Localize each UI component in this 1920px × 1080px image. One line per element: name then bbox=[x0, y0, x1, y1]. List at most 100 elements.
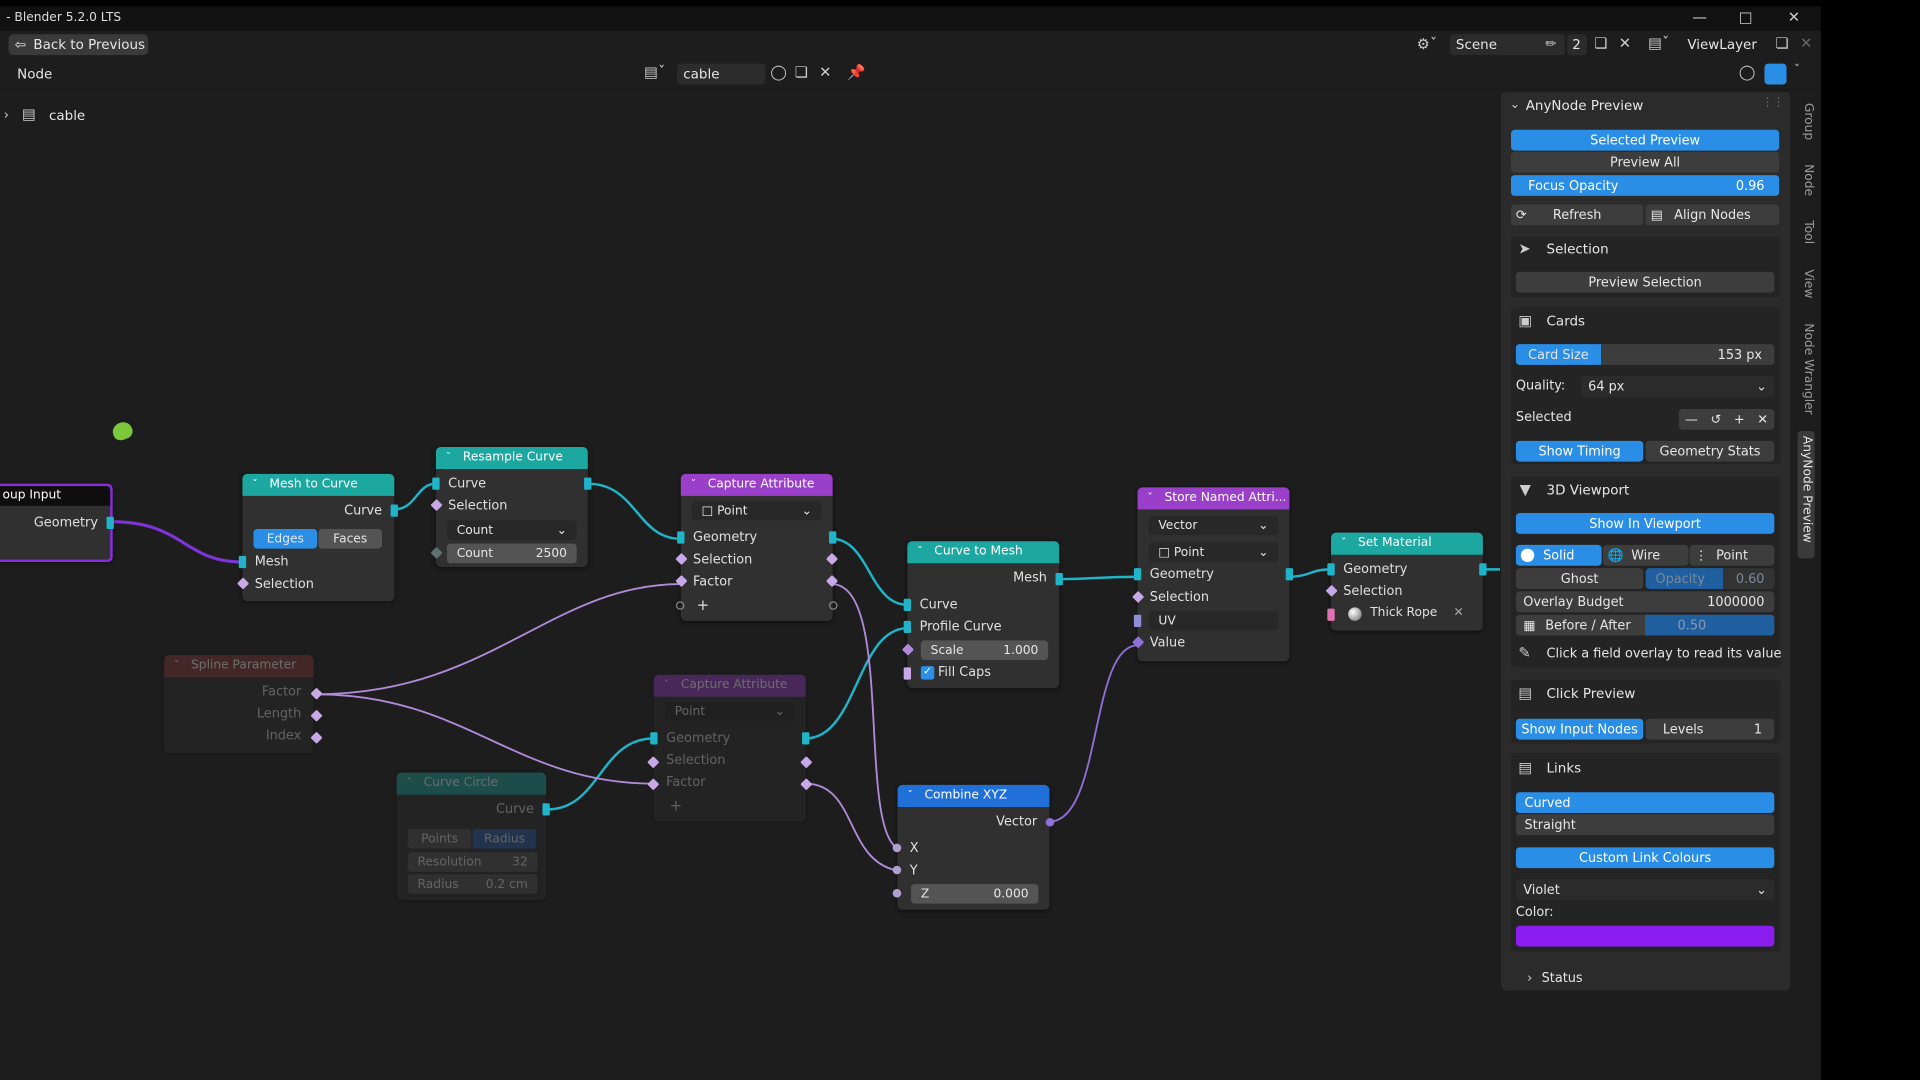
preview-all-button[interactable]: Preview All bbox=[1511, 151, 1780, 173]
node-group-input[interactable]: oup Input Geometry bbox=[0, 483, 114, 563]
maximize-icon[interactable]: □ bbox=[1738, 8, 1753, 26]
close-icon[interactable]: ✕ bbox=[1757, 412, 1768, 427]
selected-preview-button[interactable]: Selected Preview bbox=[1511, 129, 1780, 151]
mode-dropdown[interactable]: Count⌄ bbox=[446, 520, 577, 541]
mode-edges-button[interactable]: Edges bbox=[253, 528, 318, 549]
viewlayer-name[interactable]: ViewLayer bbox=[1687, 36, 1757, 53]
minimize-icon[interactable]: — bbox=[1692, 8, 1707, 26]
refresh-button[interactable]: ⟳Refresh bbox=[1511, 204, 1644, 226]
breadcrumb[interactable]: cable bbox=[48, 107, 86, 124]
node-tree-selector[interactable]: cable bbox=[677, 63, 766, 85]
collapse-icon[interactable]: ˇ bbox=[917, 546, 923, 559]
material-name[interactable]: Thick Rope bbox=[1370, 606, 1438, 620]
tab-tool[interactable]: Tool bbox=[1801, 220, 1815, 245]
socket-material-in[interactable] bbox=[1327, 608, 1335, 621]
color-swatch[interactable] bbox=[1515, 925, 1775, 947]
geometry-stats-button[interactable]: Geometry Stats bbox=[1645, 440, 1775, 462]
clear-material-icon[interactable]: ✕ bbox=[1453, 606, 1464, 620]
socket-fill-caps-in[interactable] bbox=[903, 667, 912, 680]
fake-user-icon[interactable]: ◯ bbox=[770, 63, 787, 81]
show-input-nodes-button[interactable]: Show Input Nodes bbox=[1515, 718, 1644, 740]
mode-faces-button[interactable]: Faces bbox=[318, 528, 383, 549]
domain-dropdown[interactable]: Point⌄ bbox=[664, 701, 795, 722]
socket-mesh-in[interactable] bbox=[238, 555, 247, 569]
new-viewlayer-icon[interactable]: ❏ bbox=[1775, 34, 1789, 52]
reset-icon[interactable]: ↺ bbox=[1710, 412, 1722, 427]
socket-curve-in[interactable] bbox=[903, 598, 912, 612]
collapse-icon[interactable]: ˇ bbox=[173, 660, 180, 673]
add-icon[interactable]: + bbox=[1733, 412, 1745, 427]
socket-empty-out[interactable] bbox=[828, 601, 838, 610]
align-nodes-button[interactable]: ▤Align Nodes bbox=[1645, 204, 1780, 226]
ghost-toggle[interactable]: Ghost bbox=[1515, 568, 1644, 589]
socket-geometry-in[interactable] bbox=[1133, 568, 1142, 581]
collapse-icon[interactable]: ˇ bbox=[445, 451, 452, 465]
overlay-icon[interactable]: ◯ bbox=[1738, 63, 1756, 81]
panel-collapse-icon[interactable]: ⌄ bbox=[1509, 97, 1521, 112]
socket-profile-in[interactable] bbox=[903, 620, 912, 634]
node-menu[interactable]: Node bbox=[17, 66, 53, 83]
duplicate-scene-icon[interactable]: ❏ bbox=[1594, 34, 1608, 52]
remove-icon[interactable]: — bbox=[1685, 412, 1698, 427]
tab-node-wrangler[interactable]: Node Wrangler bbox=[1801, 323, 1815, 415]
type-dropdown[interactable]: Vector⌄ bbox=[1148, 515, 1279, 536]
tab-node[interactable]: Node bbox=[1801, 164, 1815, 197]
collapse-icon[interactable]: ˇ bbox=[252, 478, 258, 492]
socket-vector-out[interactable] bbox=[1045, 817, 1055, 827]
drag-handle-icon[interactable]: ⋮⋮ bbox=[1762, 96, 1785, 109]
point-mode-button[interactable]: ⋮Point bbox=[1689, 544, 1775, 566]
fill-caps-checkbox[interactable]: ✓ bbox=[920, 666, 935, 680]
pin-icon[interactable]: ✏ bbox=[1545, 35, 1557, 52]
sidebar-toggle-icon[interactable] bbox=[1764, 63, 1787, 85]
show-timing-button[interactable]: Show Timing bbox=[1515, 440, 1644, 462]
socket-empty-in[interactable] bbox=[675, 601, 685, 610]
duplicate-tree-icon[interactable]: ❏ bbox=[794, 63, 808, 81]
add-item-button[interactable]: + bbox=[696, 596, 710, 614]
socket-geometry-out[interactable] bbox=[1285, 568, 1294, 581]
back-to-previous-button[interactable]: ⇦ Back to Previous bbox=[8, 34, 149, 56]
socket-z-in[interactable] bbox=[892, 888, 902, 898]
scene-icon[interactable]: ⚙ˇ bbox=[1416, 35, 1438, 53]
mode-radius-button[interactable]: Radius bbox=[472, 828, 537, 849]
socket-curve-in[interactable] bbox=[432, 477, 440, 490]
socket-geometry-out[interactable] bbox=[1479, 563, 1487, 576]
close-icon[interactable]: ✕ bbox=[1787, 8, 1801, 26]
socket-curve-out[interactable] bbox=[390, 504, 398, 517]
before-after-slider[interactable]: ▦Before / After 0.50 bbox=[1515, 614, 1775, 636]
socket-geometry-in[interactable] bbox=[677, 531, 685, 544]
mode-points-button[interactable]: Points bbox=[407, 828, 472, 849]
chevron-right-icon[interactable]: › bbox=[3, 106, 10, 123]
curved-option[interactable]: Curved bbox=[1515, 792, 1775, 814]
tab-group[interactable]: Group bbox=[1801, 102, 1815, 141]
preview-selection-button[interactable]: Preview Selection bbox=[1515, 271, 1775, 293]
socket-geometry-out[interactable] bbox=[828, 531, 837, 544]
socket-curve-out[interactable] bbox=[584, 477, 592, 490]
collapse-icon[interactable]: ˇ bbox=[663, 679, 670, 692]
remove-viewlayer-icon[interactable]: ✕ bbox=[1800, 34, 1813, 52]
socket-y-in[interactable] bbox=[892, 865, 902, 875]
tab-view[interactable]: View bbox=[1801, 269, 1815, 299]
custom-link-colours-button[interactable]: Custom Link Colours bbox=[1515, 847, 1775, 869]
add-item-button[interactable]: + bbox=[669, 797, 683, 815]
wire-mode-button[interactable]: 🌐Wire bbox=[1602, 544, 1689, 566]
viewlayer-icon[interactable]: ▤ˇ bbox=[1648, 34, 1670, 52]
socket-x-in[interactable] bbox=[892, 843, 902, 853]
show-in-viewport-button[interactable]: Show In Viewport bbox=[1515, 513, 1775, 534]
chevron-right-icon[interactable]: › bbox=[1526, 969, 1533, 986]
colour-dropdown[interactable]: Violet⌄ bbox=[1515, 879, 1775, 901]
socket-name-in[interactable] bbox=[1133, 614, 1142, 627]
socket-geometry-in[interactable] bbox=[650, 732, 658, 745]
